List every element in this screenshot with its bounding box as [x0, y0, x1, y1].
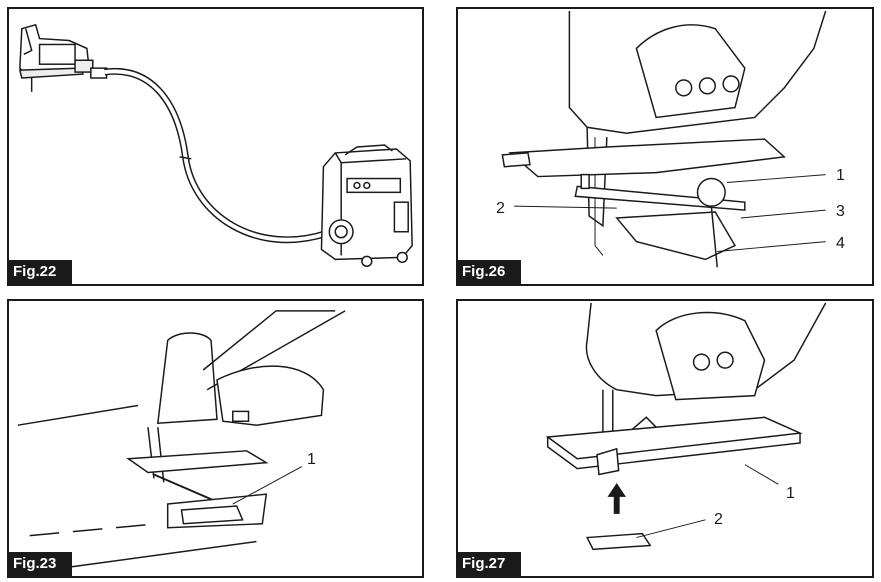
figure-label: Fig.27 — [458, 552, 522, 576]
leader-lines — [514, 174, 826, 252]
figure-label: Fig.23 — [9, 552, 73, 576]
figure-23-panel: 1 Fig.23 — [7, 299, 424, 578]
figure-26-panel: 1 2 3 4 Fig.26 — [456, 7, 874, 286]
callout-label: 2 — [496, 200, 505, 217]
callout-label: 2 — [714, 511, 723, 528]
callout-label: 1 — [836, 167, 845, 184]
figure-label: Fig.26 — [458, 260, 522, 284]
figure-label: Fig.22 — [9, 260, 73, 284]
callout-label: 4 — [836, 235, 845, 252]
circular-guide-illustration — [501, 10, 827, 268]
jigsaw-dust-extractor-illustration — [18, 23, 413, 267]
callout-label: 3 — [836, 203, 845, 220]
callout-label: 1 — [786, 485, 795, 502]
callout-label: 1 — [307, 451, 316, 468]
figure-22-panel: Fig.22 — [7, 7, 424, 286]
rip-fence-illustration — [17, 310, 346, 568]
anti-splintering-illustration — [545, 302, 827, 551]
figure-27-panel: 1 2 Fig.27 — [456, 299, 874, 578]
